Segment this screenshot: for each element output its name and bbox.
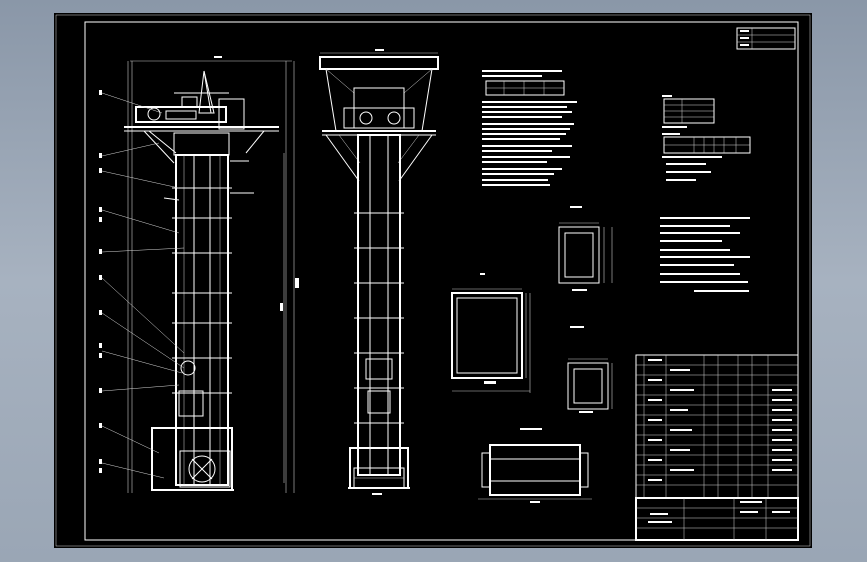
side-elevation-view xyxy=(99,56,299,493)
detail-views xyxy=(451,206,613,503)
outer-frame xyxy=(55,14,811,547)
title-block xyxy=(635,497,799,541)
bucket-elevator-drawing xyxy=(55,14,811,547)
technical-notes xyxy=(482,70,577,186)
revision-table xyxy=(736,27,796,50)
inner-frame xyxy=(84,21,799,541)
parts-list xyxy=(635,354,799,499)
drawing-sheet xyxy=(54,13,812,548)
spec-tables xyxy=(660,95,751,292)
front-elevation-view xyxy=(319,49,439,495)
